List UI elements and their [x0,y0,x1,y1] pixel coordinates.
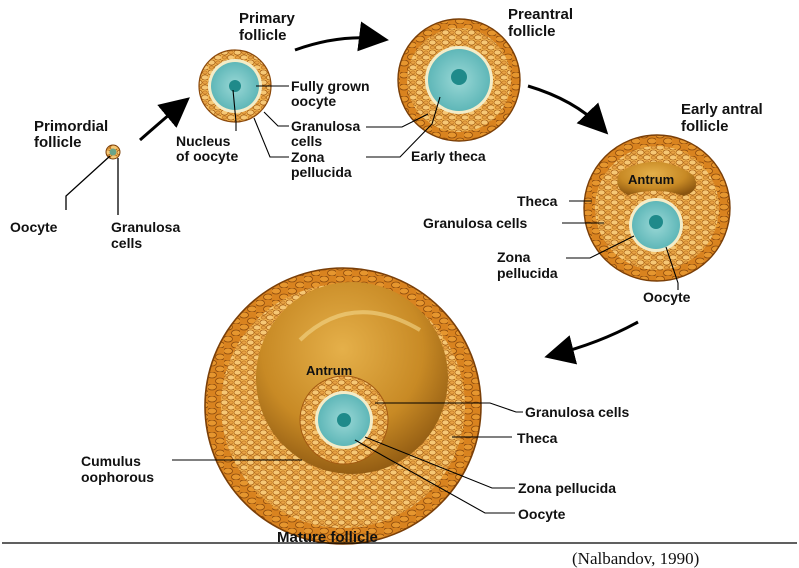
label-mature-zona: Zona pellucida [518,480,616,496]
mature-follicle [205,268,481,544]
label-early-antral-oocyte: Oocyte [643,289,691,305]
label-primary-nucleus: Nucleus of oocyte [176,133,238,164]
label-early-antral-granulosa: Granulosa cells [423,215,527,231]
early-antral-follicle [584,135,730,281]
label-mature-granulosa: Granulosa cells [525,404,629,420]
label-mature-antrum: Antrum [306,363,352,378]
source-caption: (Nalbandov, 1990) [572,549,699,568]
label-primary-zona: Zona pellucida [291,149,352,180]
preantral-title: Preantral follicle [508,6,577,40]
early-antral-title: Early antral follicle [681,101,767,135]
label-primary-oocyte: Fully grown oocyte [291,78,373,109]
label-early-antral-theca: Theca [517,193,558,209]
primordial-title: Primordial follicle [34,118,112,151]
label-primordial-granulosa: Granulosa cells [111,219,184,251]
arrow-preantral-to-early-antral [528,86,602,128]
label-early-antral-zona: Zona pellucida [497,249,558,281]
primary-title: Primary follicle [239,10,299,44]
preantral-follicle [398,19,520,141]
label-early-antral-antrum: Antrum [628,172,674,187]
label-primary-granulosa: Granulosa cells [291,118,364,149]
primordial-leaders [66,156,118,215]
label-mature-cumulus: Cumulus oophorous [81,453,154,485]
label-preantral-theca: Early theca [411,148,486,164]
arrow-primary-to-preantral [295,38,380,50]
arrow-early-antral-to-mature [553,322,638,355]
label-mature-theca: Theca [517,430,558,446]
label-primordial-oocyte: Oocyte [10,219,58,235]
label-mature-oocyte: Oocyte [518,506,566,522]
